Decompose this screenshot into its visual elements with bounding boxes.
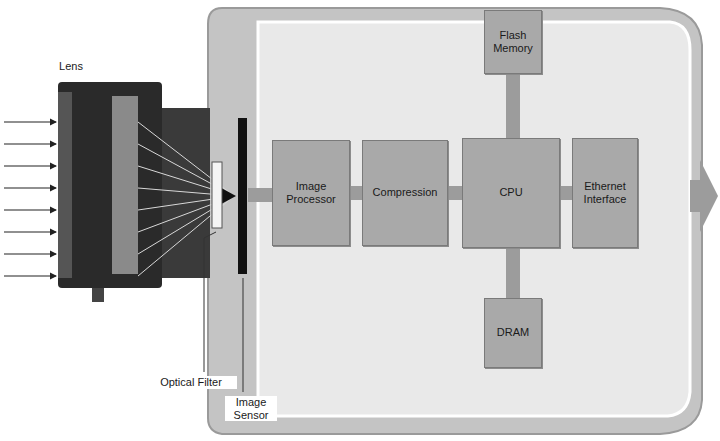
- camera-housing: [208, 8, 702, 434]
- box-label: Ethernet Interface: [577, 180, 633, 206]
- housing-inner-panel: [258, 22, 690, 416]
- memory-box: DRAM: [484, 298, 542, 368]
- processor-box: Image Processor: [272, 140, 350, 246]
- filter-leader: [204, 232, 216, 372]
- box-label: Image Processor: [277, 180, 345, 206]
- image-sensor: [238, 118, 247, 274]
- sensor-bus: [248, 188, 274, 202]
- box-label: DRAM: [497, 326, 529, 339]
- bus-connector: [506, 248, 520, 298]
- memory-box: Flash Memory: [484, 10, 542, 74]
- bus-connector: [448, 186, 462, 200]
- lens-body: [58, 82, 162, 288]
- compression-box: Compression: [362, 140, 448, 246]
- box-label: CPU: [499, 186, 522, 199]
- sensor-leader: [243, 278, 244, 392]
- part-label: Optical Filter: [145, 376, 237, 389]
- converging-rays: [138, 122, 234, 276]
- output-arrow: [690, 160, 718, 232]
- lens-knob: [92, 288, 104, 302]
- interface-box: Ethernet Interface: [572, 138, 638, 248]
- part-label: Image Sensor: [225, 396, 277, 421]
- box-label: Flash Memory: [489, 29, 537, 55]
- bus-connector: [506, 74, 520, 138]
- part-label: Lens: [40, 60, 102, 73]
- cpu-box: CPU: [462, 138, 560, 248]
- bus-connector: [560, 186, 572, 200]
- light-rays: [4, 122, 56, 276]
- box-label: Compression: [373, 186, 438, 199]
- lens-element: [112, 96, 138, 274]
- bus-connector: [350, 186, 362, 200]
- optical-filter: [212, 162, 222, 228]
- lens-front-ring: [58, 92, 72, 278]
